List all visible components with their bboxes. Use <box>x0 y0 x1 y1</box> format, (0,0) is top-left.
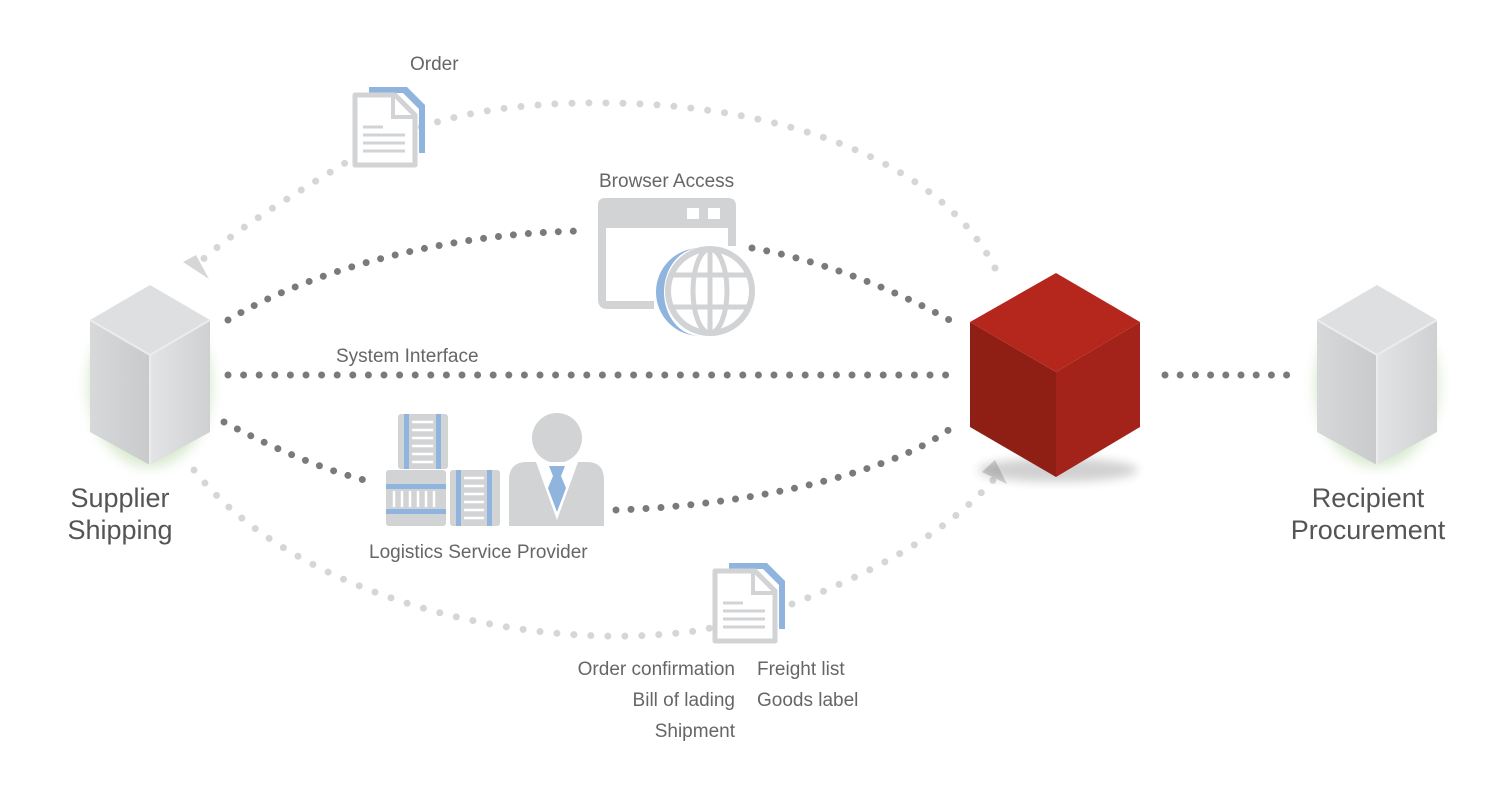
globe-icon <box>656 246 755 336</box>
documents-icon <box>712 563 785 644</box>
supplier-label-line2: Shipping <box>67 515 173 545</box>
documents-connection-right <box>788 474 999 608</box>
document-freight-list: Freight list <box>757 659 845 680</box>
recipient-cube <box>1315 285 1439 467</box>
order-label: Order <box>410 54 459 75</box>
logistics-service-provider-label: Logistics Service Provider <box>369 542 588 563</box>
browser-window-icon <box>598 198 736 309</box>
pallet-top-icon <box>398 414 448 469</box>
order-arrowhead <box>183 255 209 279</box>
pallet-left-icon <box>386 470 446 526</box>
recipient-label: Recipient Procurement <box>1270 482 1466 546</box>
documents-connection <box>190 466 714 640</box>
recipient-label-line1: Recipient <box>1311 483 1425 513</box>
document-bill-of-lading: Bill of lading <box>632 690 735 711</box>
document-order-confirmation: Order confirmation <box>577 659 735 680</box>
recipient-label-line2: Procurement <box>1290 515 1446 545</box>
pallet-icon <box>386 414 500 526</box>
logistics-connection-right <box>612 421 959 514</box>
supplier-cube <box>88 285 212 467</box>
browser-access-connection-right <box>748 244 957 326</box>
system-interface-label: System Interface <box>336 346 479 367</box>
browser-access-label: Browser Access <box>599 171 735 192</box>
document-goods-label: Goods label <box>757 690 859 711</box>
logistics-connection-left <box>220 418 376 486</box>
hub-cube <box>970 273 1140 482</box>
order-document-icon <box>352 87 425 168</box>
document-shipment: Shipment <box>654 721 735 742</box>
order-connection <box>196 99 999 272</box>
pallet-right-icon <box>450 470 500 526</box>
supplier-label: Supplier Shipping <box>40 482 200 546</box>
supplier-label-line1: Supplier <box>70 483 170 513</box>
person-icon <box>509 413 604 526</box>
browser-access-connection-left <box>224 227 589 324</box>
